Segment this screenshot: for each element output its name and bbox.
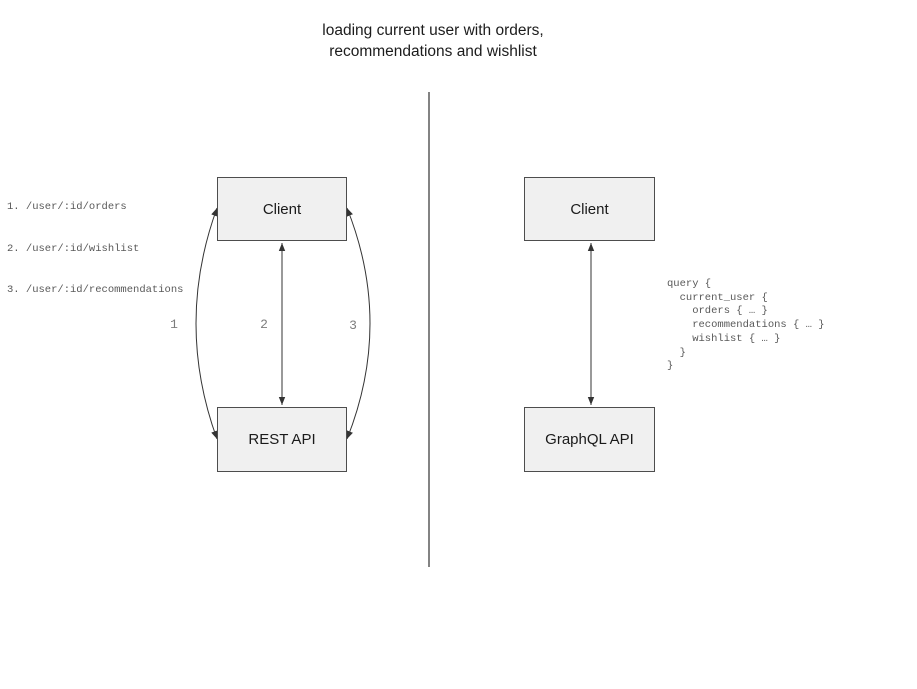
diagram-title: loading current user with orders, recomm… xyxy=(322,22,544,60)
rest-api-node: REST API xyxy=(217,407,347,472)
graphql-client-node: Client xyxy=(524,177,655,241)
rest-call-2-label: 2 xyxy=(260,317,268,332)
rest-call-3-label: 3 xyxy=(349,318,357,333)
rest-call-3-arrow xyxy=(346,207,371,440)
rest-call-1-label: 1 xyxy=(170,317,178,332)
rest-client-node: Client xyxy=(217,177,347,241)
graphql-query-snippet: query { current_user { orders { … } reco… xyxy=(667,278,825,373)
graphql-api-node: GraphQL API xyxy=(524,407,655,472)
rest-endpoint-recommendations: 3. /user/:id/recommendations xyxy=(7,283,184,296)
rest-endpoint-wishlist: 2. /user/:id/wishlist xyxy=(7,242,140,255)
rest-endpoint-list: 1. /user/:id/orders 2. /user/:id/wishlis… xyxy=(7,174,183,325)
rest-call-1-arrow xyxy=(195,207,218,440)
rest-endpoint-orders: 1. /user/:id/orders xyxy=(7,201,127,214)
